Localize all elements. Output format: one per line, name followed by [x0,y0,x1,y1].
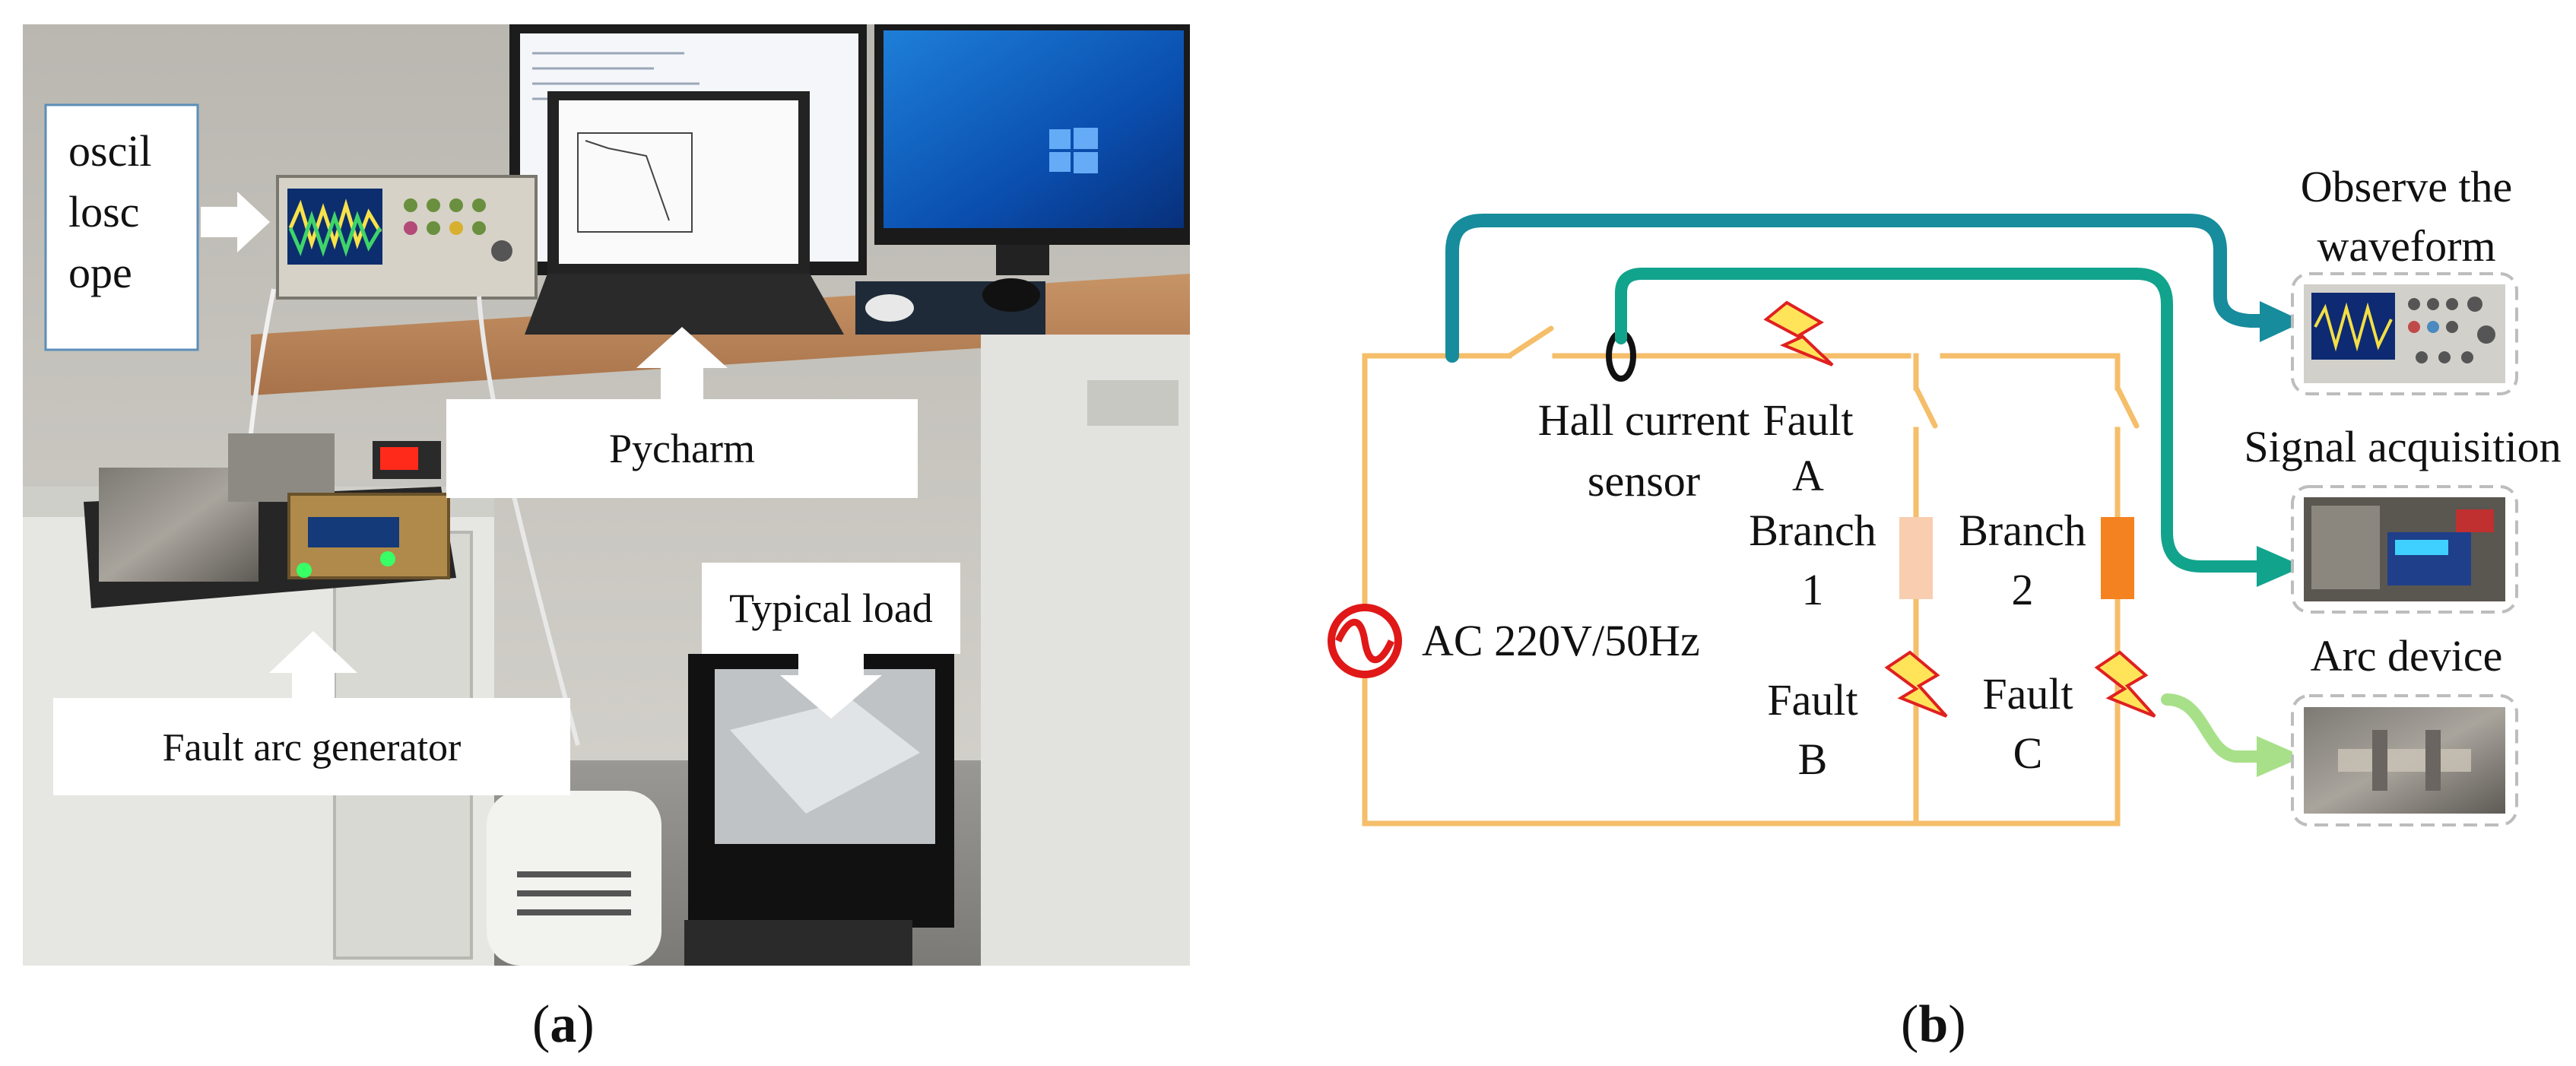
fault-b-lightning-icon [1884,650,1948,718]
callout-pycharm-text: Pycharm [609,426,755,471]
arc-device-arrowhead-icon [2257,736,2304,777]
branch2-load [2101,517,2134,599]
panel-b-circuit: Hall current sensor Fault A Branch 1 Bra… [1328,162,2562,826]
callout-fault-arc-generator [53,698,570,795]
callout-oscilloscope-line1: oscil [68,126,152,176]
branch2-switch [2114,385,2140,429]
oscilloscope-arrow-icon [201,192,270,252]
observe-waveform-label-line1: Observe the [2301,162,2513,211]
fault-b-label-line1: Fault [1767,675,1857,725]
callout-fault-arc-generator-text: Fault arc generator [163,726,462,769]
caption-a-letter: a [550,995,576,1054]
fault-c-lightning-icon [2094,650,2156,718]
callout-oscilloscope-line3: ope [68,248,132,297]
branch1-load [1899,517,1933,599]
callout-oscilloscope-line2: losc [68,187,139,236]
hall-sensor-label-line2: sensor [1588,456,1700,506]
fault-a-lightning-icon [1763,300,1834,366]
panel-a-photo: oscil losc ope Pycharm Typical load Faul… [23,24,1190,966]
observe-waveform-label-line2: waveform [2317,221,2495,271]
caption-a: (a) [532,995,595,1054]
fault-a-label-line1: Fault [1762,395,1853,445]
callout-typical-load-text: Typical load [729,585,933,631]
monitor-right-screen [884,30,1184,228]
pycharm-arrow-icon [636,327,728,399]
fault-c-label-line2: C [2013,728,2043,778]
mouse [865,294,914,322]
heater [487,791,661,966]
laptop-keyboard [525,274,844,335]
windows-logo-icon [1049,128,1098,173]
fault-a-label-line2: A [1792,451,1824,500]
typical-load-arrow-icon [780,654,882,719]
arc-device-label: Arc device [2311,631,2503,681]
laptop-screen [559,100,798,264]
main-switch [1506,325,1554,359]
fault-c-label-line1: Fault [1982,669,2073,719]
branch1-label-line1: Branch [1749,506,1876,555]
right-cabinet [981,335,1190,966]
branch1-label-line2: 1 [1802,565,1824,614]
branch1-switch [1913,385,1938,429]
acquisition-signal-path [1615,268,2276,573]
oscilloscope-signal-path [1445,214,2280,363]
branch2-label-line1: Branch [1959,506,2086,555]
circuit-wires [1362,353,2121,826]
signal-acquisition-label: Signal acquisition [2244,422,2561,471]
switches [1506,325,2140,429]
callout-typical-load [702,563,960,654]
callout-pycharm [446,399,918,498]
generator-arrow-icon [269,631,357,698]
fault-b-label-line2: B [1798,734,1828,784]
ac-source-label: AC 220V/50Hz [1422,616,1700,665]
branch2-label-line2: 2 [2012,565,2034,614]
oscilloscope-arrowhead-icon [2260,301,2304,342]
hall-sensor-label-line1: Hall current [1538,395,1750,445]
acquisition-arrowhead-icon [2257,546,2304,587]
caption-b-letter: b [1918,995,1948,1054]
caption-b: (b) [1901,995,1966,1054]
callout-oscilloscope [44,103,199,351]
arc-device-path [2161,693,2276,763]
